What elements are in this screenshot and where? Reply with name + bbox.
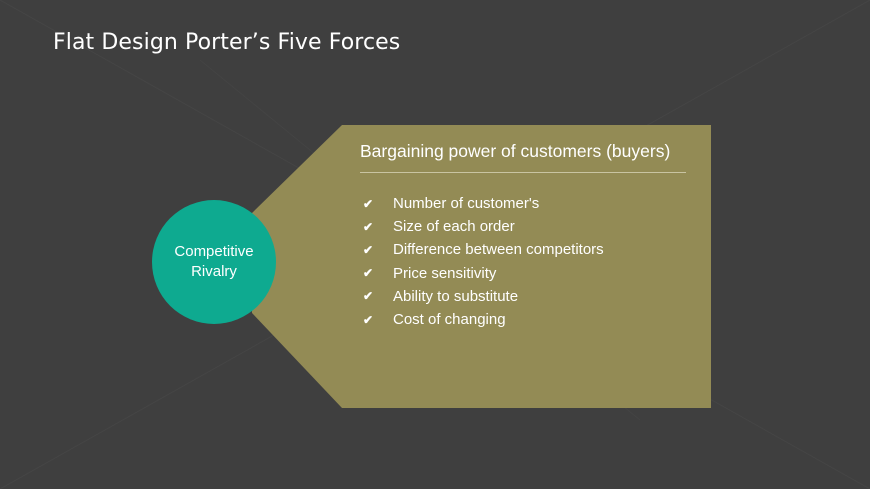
list-item-label: Size of each order: [393, 218, 515, 236]
check-list: ✔ Number of customer's ✔ Size of each orde…: [363, 192, 604, 331]
list-item-label: Number of customer's: [393, 195, 540, 213]
list-item-label: Cost of changing: [393, 311, 506, 329]
panel-heading: Bargaining power of customers (buyers): [360, 141, 671, 161]
circle-label: Competitive Rivalry: [164, 242, 264, 282]
slide-title: Flat Design Porter’s Five Forces: [53, 30, 401, 55]
list-item-label: Difference between competitors: [393, 241, 604, 259]
check-icon: ✔: [363, 196, 374, 211]
competitive-rivalry-circle: Competitive Rivalry: [152, 200, 276, 324]
list-item: ✔ Size of each order: [363, 215, 604, 238]
check-icon: ✔: [363, 242, 374, 257]
list-item-label: Price sensitivity: [393, 264, 497, 282]
list-item: ✔ Price sensitivity: [363, 262, 604, 285]
list-item: ✔ Ability to substitute: [363, 285, 604, 308]
circle-label-line-1: Competitive: [174, 243, 254, 260]
check-icon: ✔: [363, 312, 374, 327]
panel-divider: [360, 172, 686, 173]
list-item: ✔ Difference between competitors: [363, 238, 604, 261]
check-icon: ✔: [363, 266, 374, 281]
circle-label-line-2: Rivalry: [191, 263, 237, 280]
list-item: ✔ Cost of changing: [363, 308, 604, 331]
check-icon: ✔: [363, 289, 374, 304]
list-item-label: Ability to substitute: [393, 287, 519, 305]
check-icon: ✔: [363, 219, 374, 234]
list-item: ✔ Number of customer's: [363, 192, 604, 215]
